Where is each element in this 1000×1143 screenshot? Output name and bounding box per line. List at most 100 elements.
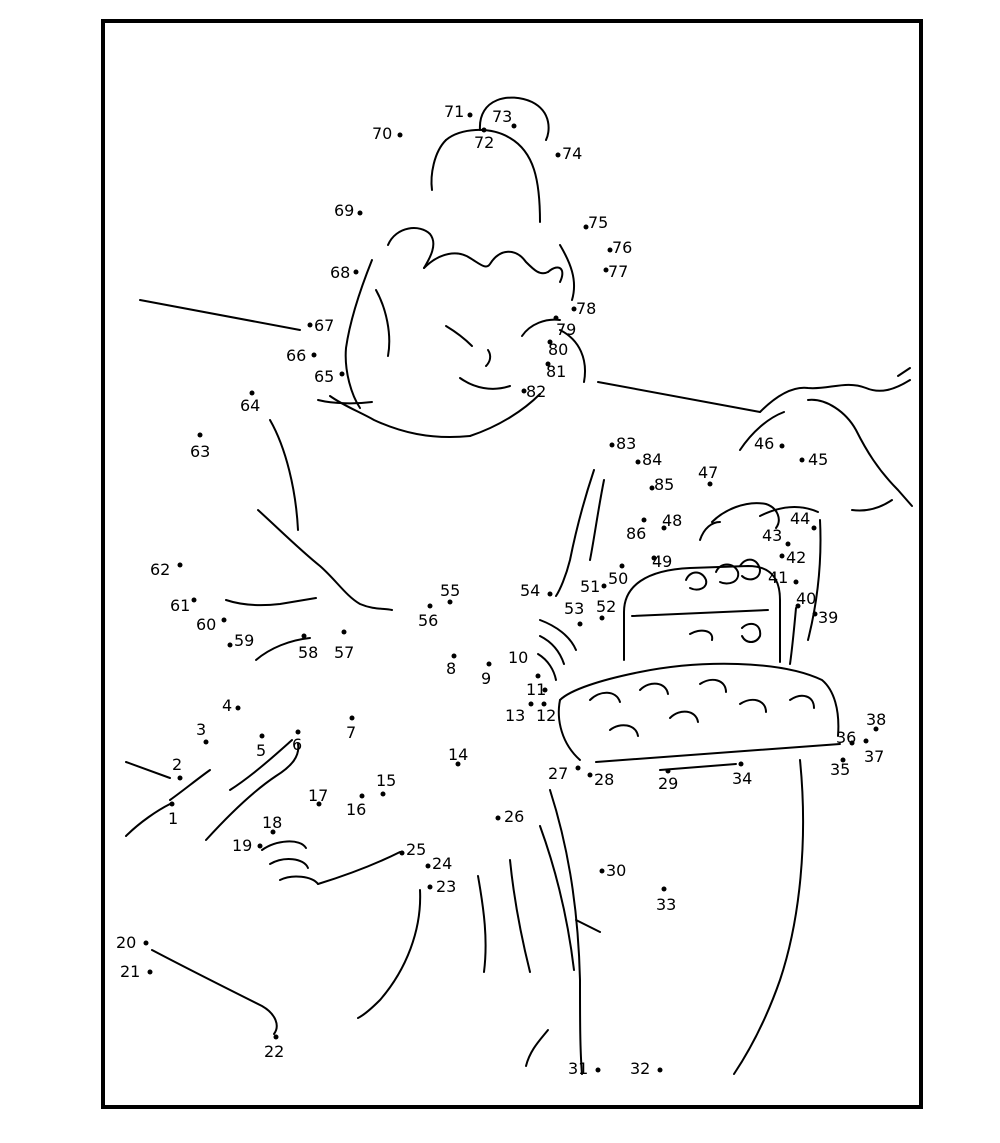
dot-label-25: 25 bbox=[406, 840, 426, 859]
dot-label-2: 2 bbox=[172, 755, 182, 774]
dot-label-4: 4 bbox=[222, 696, 232, 715]
dot-10 bbox=[535, 673, 541, 679]
dot-26 bbox=[495, 815, 501, 821]
dot-label-17: 17 bbox=[308, 786, 328, 805]
dot-label-32: 32 bbox=[630, 1059, 650, 1078]
dot-8 bbox=[451, 653, 457, 659]
dot-label-56: 56 bbox=[418, 611, 438, 630]
dot-label-15: 15 bbox=[376, 771, 396, 790]
dot-label-29: 29 bbox=[658, 774, 678, 793]
dot-27 bbox=[575, 765, 581, 771]
dot-label-61: 61 bbox=[170, 596, 190, 615]
dot-39 bbox=[812, 611, 818, 617]
dot-69 bbox=[357, 210, 363, 216]
dot-45 bbox=[799, 457, 805, 463]
dot-label-34: 34 bbox=[732, 769, 752, 788]
dot-62 bbox=[177, 562, 183, 568]
dot-18 bbox=[270, 829, 276, 835]
dot-54 bbox=[547, 591, 553, 597]
dot-42 bbox=[779, 553, 785, 559]
dot-label-45: 45 bbox=[808, 450, 828, 469]
dot-label-83: 83 bbox=[616, 434, 636, 453]
dot-85 bbox=[649, 485, 655, 491]
dot-78 bbox=[571, 306, 577, 312]
dot-label-11: 11 bbox=[526, 680, 546, 699]
dot-81 bbox=[545, 361, 551, 367]
dot-label-64: 64 bbox=[240, 396, 260, 415]
dot-label-48: 48 bbox=[662, 511, 682, 530]
dot-label-81: 81 bbox=[546, 362, 566, 381]
dot-label-54: 54 bbox=[520, 581, 540, 600]
dot-79 bbox=[553, 315, 559, 321]
dot-38 bbox=[873, 726, 879, 732]
dot-68 bbox=[353, 269, 359, 275]
dot-20 bbox=[143, 940, 149, 946]
dot-30 bbox=[599, 868, 605, 874]
dot-47 bbox=[707, 481, 713, 487]
dot-56 bbox=[427, 603, 433, 609]
dot-43 bbox=[785, 541, 791, 547]
dot-label-82: 82 bbox=[526, 382, 546, 401]
dot-55 bbox=[447, 599, 453, 605]
dot-53 bbox=[577, 621, 583, 627]
dot-14 bbox=[455, 761, 461, 767]
dot-35 bbox=[840, 757, 846, 763]
dot-23 bbox=[427, 884, 433, 890]
dot-label-60: 60 bbox=[196, 615, 216, 634]
dot-5 bbox=[259, 733, 265, 739]
dot-7 bbox=[349, 715, 355, 721]
dot-label-36: 36 bbox=[836, 728, 856, 747]
dot-50 bbox=[619, 563, 625, 569]
dot-70 bbox=[397, 132, 403, 138]
dot-4 bbox=[235, 705, 241, 711]
dot-12 bbox=[541, 701, 547, 707]
dot-label-47: 47 bbox=[698, 463, 718, 482]
dot-label-5: 5 bbox=[256, 741, 266, 760]
dot-label-79: 79 bbox=[556, 320, 576, 339]
dot-label-31: 31 bbox=[568, 1059, 588, 1078]
dot-label-52: 52 bbox=[596, 597, 616, 616]
dot-66 bbox=[311, 352, 317, 358]
page-border bbox=[101, 19, 923, 1109]
dot-86 bbox=[641, 517, 647, 523]
dot-11 bbox=[542, 687, 548, 693]
dot-1 bbox=[169, 801, 175, 807]
dot-16 bbox=[359, 793, 365, 799]
dot-75 bbox=[583, 224, 589, 230]
dot-59 bbox=[227, 642, 233, 648]
dot-41 bbox=[793, 579, 799, 585]
dot-32 bbox=[657, 1067, 663, 1073]
dot-51 bbox=[601, 583, 607, 589]
dot-65 bbox=[339, 371, 345, 377]
dot-48 bbox=[661, 525, 667, 531]
dot-63 bbox=[197, 432, 203, 438]
dot-67 bbox=[307, 322, 313, 328]
dot-label-30: 30 bbox=[606, 861, 626, 880]
dot-label-77: 77 bbox=[608, 262, 628, 281]
dot-40 bbox=[795, 603, 801, 609]
dot-15 bbox=[380, 791, 386, 797]
dot-22 bbox=[273, 1034, 279, 1040]
dot-49 bbox=[651, 555, 657, 561]
dot-label-44: 44 bbox=[790, 509, 810, 528]
dot-label-9: 9 bbox=[481, 669, 491, 688]
dot-6 bbox=[295, 729, 301, 735]
dot-76 bbox=[607, 247, 613, 253]
dot-label-80: 80 bbox=[548, 340, 568, 359]
dot-57 bbox=[341, 629, 347, 635]
dot-73 bbox=[511, 123, 517, 129]
dot-17 bbox=[316, 801, 322, 807]
dot-label-6: 6 bbox=[292, 735, 302, 754]
dot-label-28: 28 bbox=[594, 770, 614, 789]
dot-33 bbox=[661, 886, 667, 892]
dot-label-73: 73 bbox=[492, 107, 512, 126]
dot-2 bbox=[177, 775, 183, 781]
dot-72 bbox=[481, 127, 487, 133]
dot-3 bbox=[203, 739, 209, 745]
dot-28 bbox=[587, 772, 593, 778]
dot-label-75: 75 bbox=[588, 213, 608, 232]
dot-58 bbox=[301, 633, 307, 639]
dot-label-49: 49 bbox=[652, 552, 672, 571]
dot-label-71: 71 bbox=[444, 102, 464, 121]
dot-label-65: 65 bbox=[314, 367, 334, 386]
